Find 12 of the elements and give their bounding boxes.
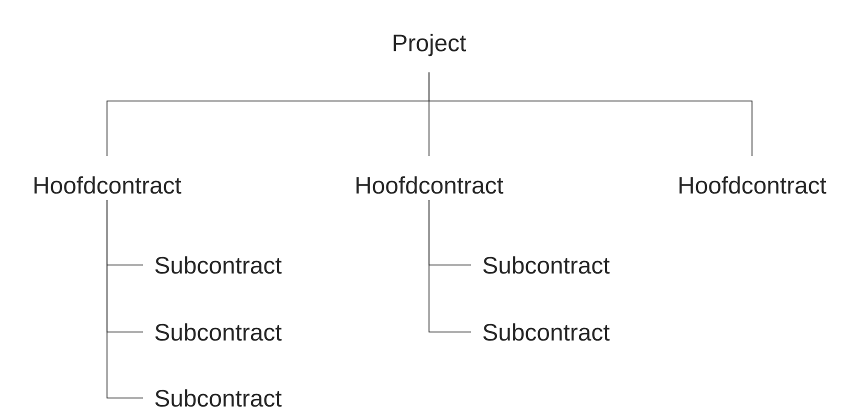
node-label: Hoofdcontract (356, 176, 504, 194)
node-label: Subcontract (155, 323, 282, 341)
connector-line (106, 200, 144, 398)
node-label: Hoofdcontract (680, 176, 826, 194)
node-label: Subcontract (483, 323, 610, 341)
connector-line (428, 200, 472, 332)
node-label: Project (394, 34, 466, 56)
node-label: Subcontract (155, 389, 282, 407)
node-label: Subcontract (483, 256, 610, 274)
connector-line (428, 72, 752, 156)
node-label: Hoofdcontract (34, 176, 182, 194)
node-label: Subcontract (155, 256, 282, 274)
